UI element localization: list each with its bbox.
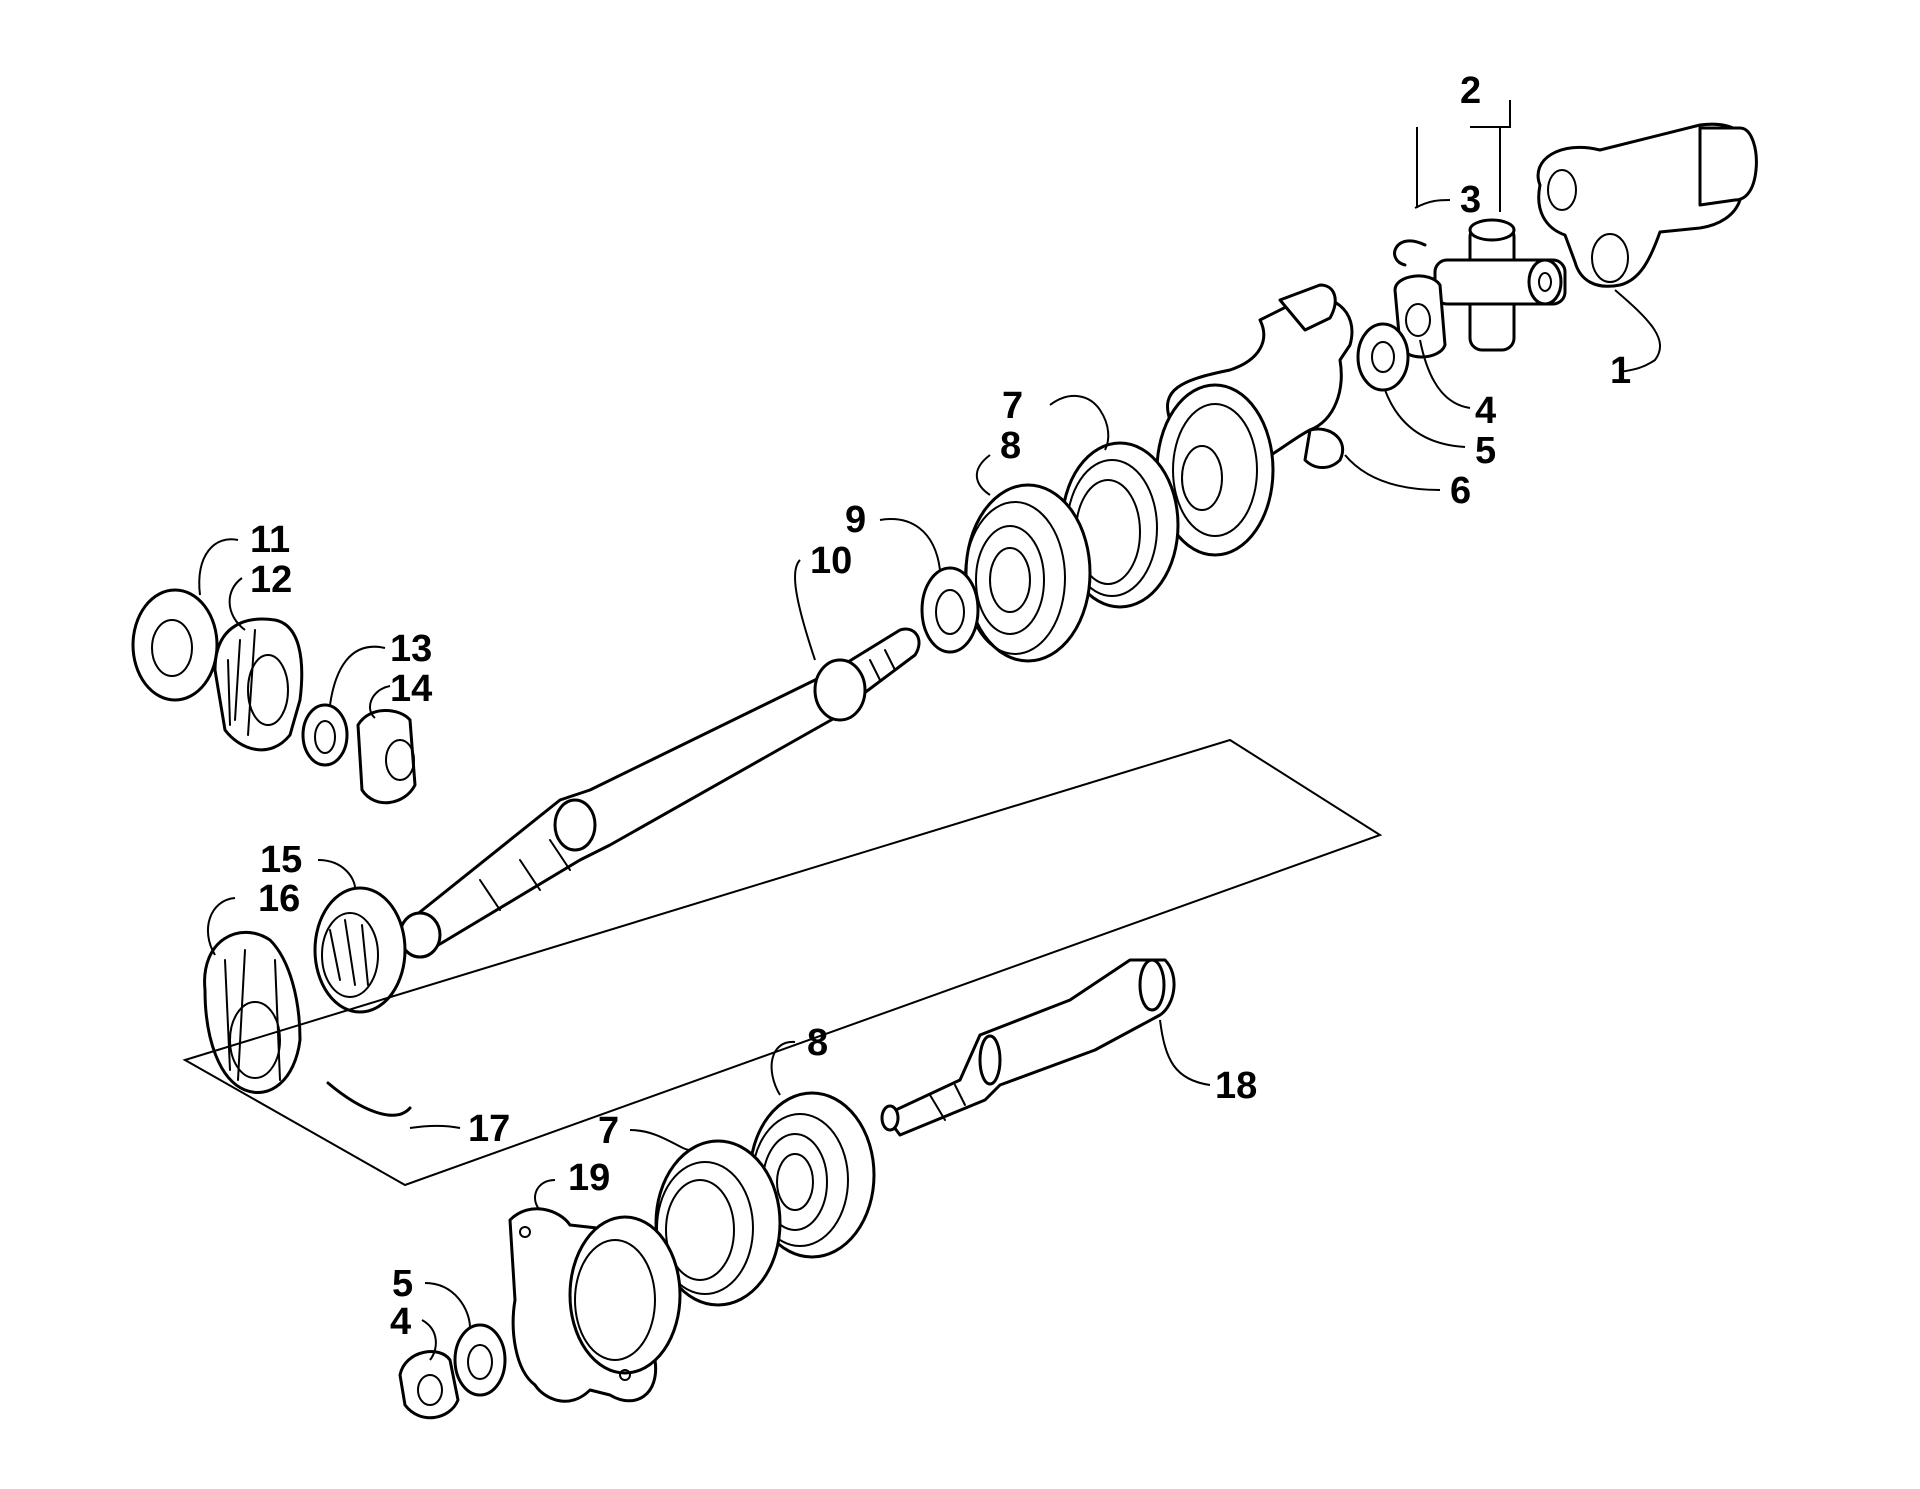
part-yoke xyxy=(1536,122,1758,288)
callout-labels: 1 2 3 4 5 6 7 8 9 10 11 12 13 14 15 16 1… xyxy=(250,70,1631,1343)
leader-lines xyxy=(198,100,1661,1361)
part-bearing-upper xyxy=(964,483,1092,663)
callout-8-lower: 8 xyxy=(807,1022,828,1064)
callout-6: 6 xyxy=(1450,470,1471,512)
part-main-shaft xyxy=(398,627,921,959)
callout-15: 15 xyxy=(260,839,302,881)
callout-2: 2 xyxy=(1460,70,1481,112)
part-washer-9 xyxy=(920,566,980,654)
callout-10: 10 xyxy=(810,540,852,582)
callout-12: 12 xyxy=(250,559,292,601)
part-u-joint-cross xyxy=(1433,218,1567,352)
callout-3: 3 xyxy=(1460,179,1481,221)
part-flange-yoke xyxy=(1155,283,1354,557)
callout-5: 5 xyxy=(1475,430,1496,472)
part-washer-upper xyxy=(1356,322,1410,392)
callout-13: 13 xyxy=(390,628,432,670)
part-pinion-gear xyxy=(213,617,304,752)
callout-4: 4 xyxy=(1475,390,1496,432)
part-retaining-ring xyxy=(326,1081,412,1117)
callout-16: 16 xyxy=(258,878,300,920)
part-ring-gear xyxy=(203,930,302,1094)
part-needle-bearing xyxy=(313,886,407,1014)
callout-14: 14 xyxy=(390,668,432,710)
callout-4-lower: 4 xyxy=(390,1301,411,1343)
part-nut-lower xyxy=(398,1350,460,1420)
callout-8: 8 xyxy=(1000,425,1021,467)
part-nut-14 xyxy=(356,709,417,805)
callout-9: 9 xyxy=(845,499,866,541)
part-seal-lower xyxy=(654,1139,782,1307)
part-washer-lower xyxy=(453,1323,507,1397)
callout-18: 18 xyxy=(1215,1065,1257,1107)
callout-5-lower: 5 xyxy=(392,1263,413,1305)
callout-1: 1 xyxy=(1610,350,1631,392)
callout-11: 11 xyxy=(250,519,290,561)
part-bearing-housing xyxy=(508,1207,682,1403)
part-washer-13 xyxy=(301,703,349,767)
callout-7-lower: 7 xyxy=(598,1110,619,1152)
callout-17: 17 xyxy=(468,1108,510,1150)
callout-19: 19 xyxy=(568,1157,610,1199)
callout-7: 7 xyxy=(1002,385,1023,427)
part-washer-11 xyxy=(131,588,219,702)
part-output-shaft xyxy=(880,958,1176,1137)
part-snap-ring xyxy=(1393,239,1427,267)
assembly-outline xyxy=(182,738,1383,1187)
